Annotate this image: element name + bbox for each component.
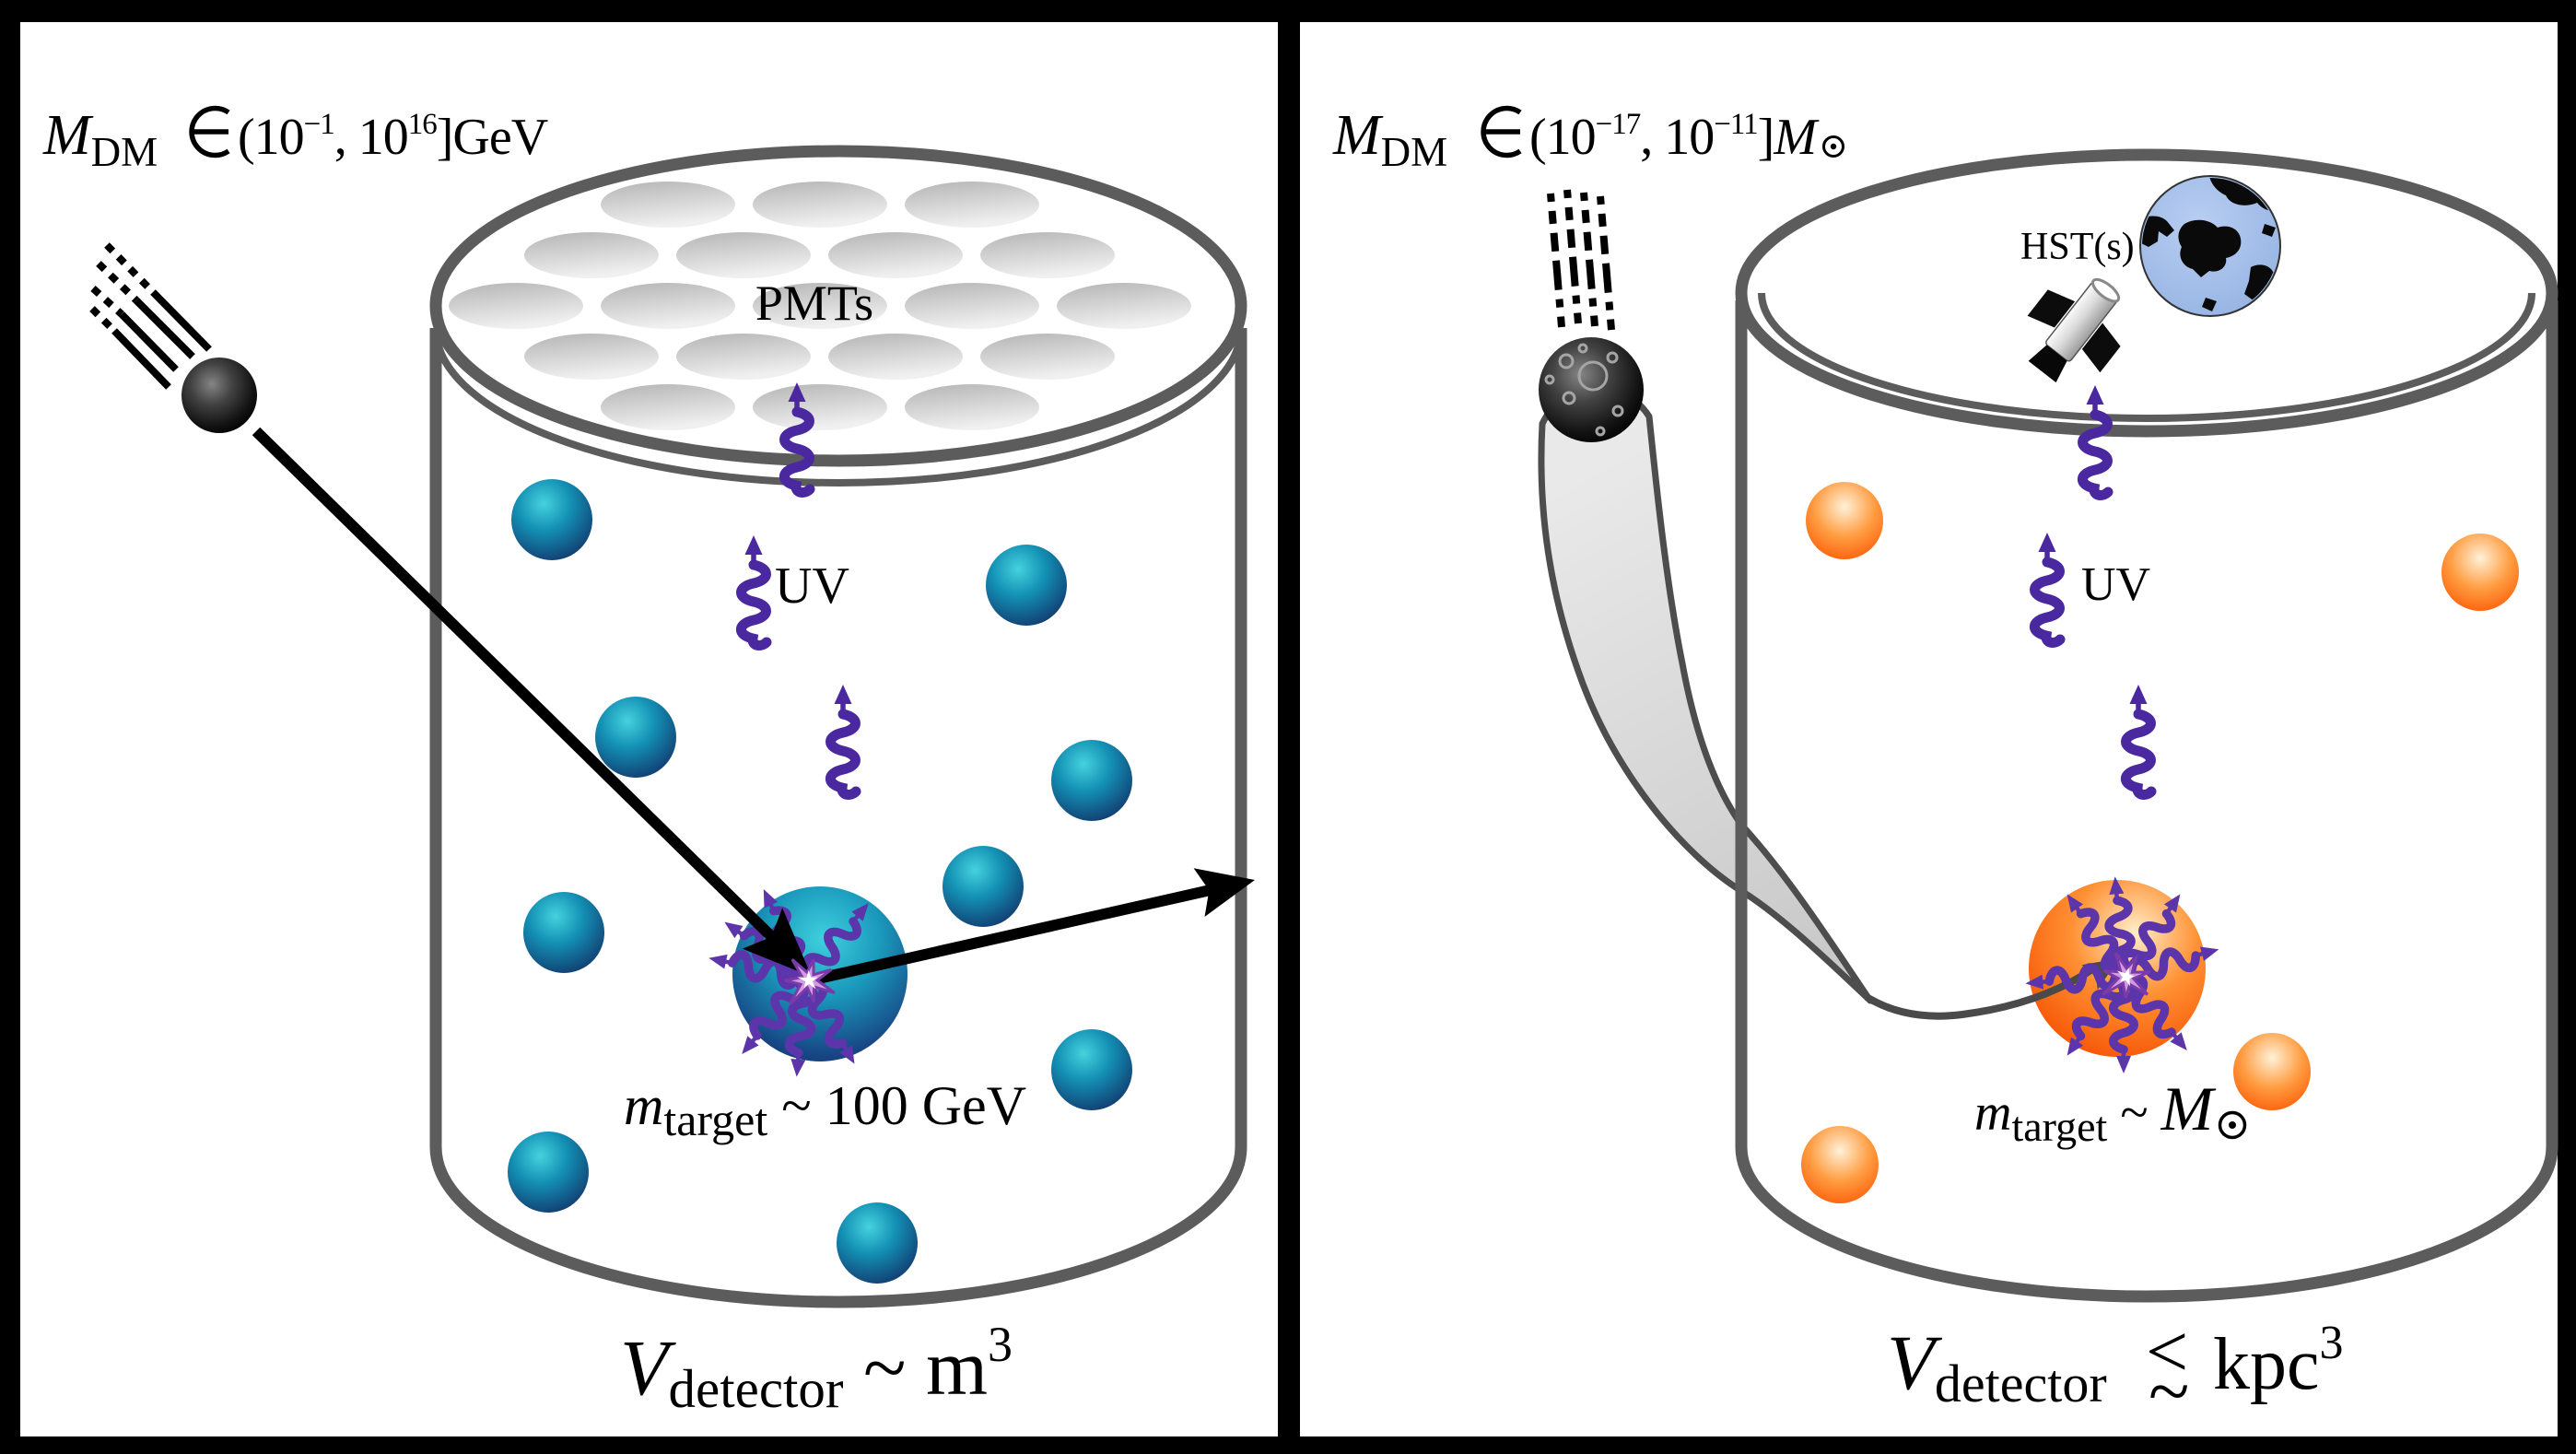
svg-text:<: <: [2146, 1309, 2188, 1393]
svg-text:UV: UV: [775, 557, 849, 615]
svg-text:HST(s): HST(s): [2020, 226, 2135, 268]
svg-text:UV: UV: [2081, 558, 2150, 611]
svg-text:(10−17, 10−11]M: (10−17, 10−11]M: [1529, 108, 1820, 166]
svg-text:MDM: MDM: [1332, 104, 1447, 175]
svg-text:Vdetector ~ m3: Vdetector ~ m3: [620, 1317, 1013, 1419]
svg-text:~: ~: [2149, 1349, 2189, 1433]
svg-text:Vdetector: Vdetector: [1887, 1319, 2107, 1413]
svg-text:PMTs: PMTs: [755, 276, 873, 331]
svg-text:mtarget ~ M: mtarget ~ M: [1974, 1073, 2217, 1150]
svg-text:MDM: MDM: [42, 104, 158, 175]
svg-text:(10−1, 1016]GeV: (10−1, 1016]GeV: [238, 108, 548, 166]
svg-text:mtarget ~ 100 GeV: mtarget ~ 100 GeV: [624, 1075, 1026, 1145]
